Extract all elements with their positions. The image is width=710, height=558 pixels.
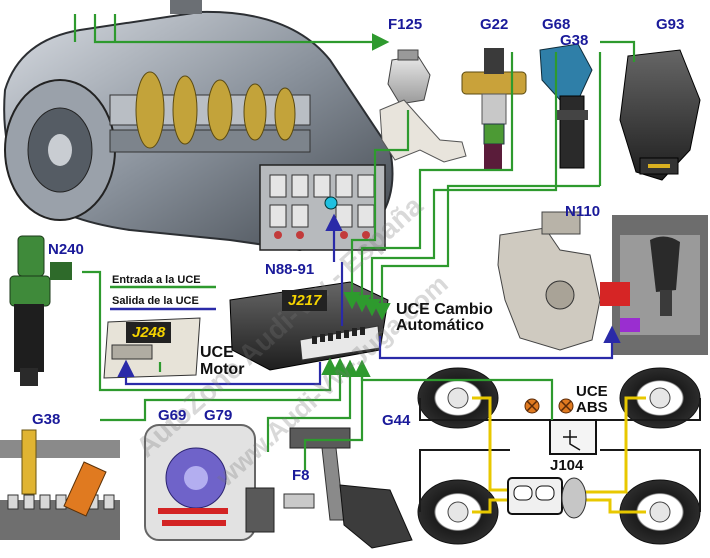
label-n240: N240	[48, 241, 84, 258]
label-g44: G44	[382, 412, 411, 429]
label-n110: N110	[565, 203, 601, 220]
f125-switch-illustration	[379, 49, 467, 163]
abs-wiring	[419, 398, 701, 512]
n110-solenoid-illustration	[497, 211, 601, 351]
n240-injector-illustration	[9, 235, 72, 386]
g93-sensor-illustration	[619, 49, 701, 181]
legend-output: Salida de la UCE	[112, 295, 199, 307]
g68-g38-sensor-illustration	[539, 43, 593, 169]
label-j217: J217	[282, 290, 328, 311]
g38-speed-sensor-illustration	[0, 429, 120, 540]
label-uce-abs-1: UCE	[576, 383, 608, 400]
shifter-illustration	[600, 215, 708, 355]
label-f8: F8	[292, 467, 310, 484]
label-f125: F125	[388, 16, 423, 33]
abs-module-illustration	[507, 419, 597, 519]
output-signal-wires	[117, 213, 621, 386]
gearbox-illustration	[3, 0, 394, 252]
label-g93: G93	[656, 16, 685, 33]
f8-brake-pedal-illustration	[283, 427, 413, 549]
label-uce-motor-1: UCE	[200, 344, 234, 361]
label-uce-cambio: UCE Cambio	[396, 301, 493, 318]
g22-sensor-illustration	[461, 48, 527, 170]
label-g68: G68	[542, 16, 571, 33]
label-j104: J104	[550, 457, 584, 474]
legend-input: Entrada a la UCE	[112, 274, 201, 286]
label-g22: G22	[480, 16, 509, 33]
label-j248: J248	[126, 322, 172, 343]
abs-wheel-rl	[417, 479, 499, 545]
label-n88-91: N88-91	[265, 261, 315, 278]
label-uce-abs-2: ABS	[576, 399, 608, 416]
g69-g79-throttle-illustration	[144, 424, 275, 541]
abs-wheel-fl	[417, 367, 499, 429]
abs-hydraulic-lines	[472, 396, 646, 514]
label-g79: G79	[204, 407, 233, 424]
legend-lines	[110, 285, 216, 311]
label-automatico: Automático	[396, 317, 484, 334]
label-g69: G69	[158, 407, 187, 424]
input-signal-wires	[73, 14, 636, 470]
label-g38-bottom: G38	[32, 411, 61, 428]
label-uce-motor-2: Motor	[200, 361, 245, 378]
label-g38-top: G38	[560, 32, 589, 49]
abs-warning-lamps	[524, 398, 574, 414]
